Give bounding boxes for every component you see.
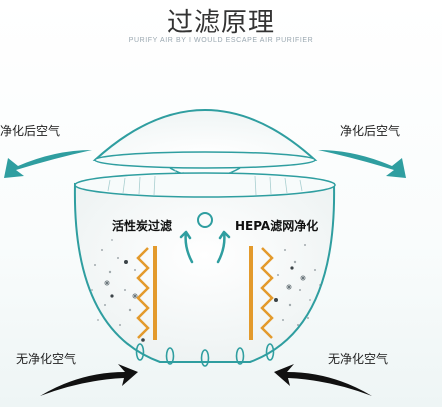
flow-arrow-right bbox=[216, 230, 231, 264]
bowl-rim bbox=[74, 172, 336, 198]
rim-vents bbox=[107, 175, 303, 196]
clean-air-label-right: 净化后空气 bbox=[340, 124, 401, 138]
hepa-filter-zigzag bbox=[260, 247, 274, 339]
page-title: 过滤原理 bbox=[166, 8, 275, 38]
fan-outlet bbox=[197, 212, 213, 228]
page-subtitle: PURIFY AIR BY I WOULD ESCAPE AIR PURIFIE… bbox=[128, 37, 314, 44]
dust-stars bbox=[104, 275, 306, 299]
dust-particles bbox=[91, 239, 321, 326]
dirty-air-arrow-right bbox=[274, 364, 372, 396]
clean-air-arrow-left bbox=[4, 150, 92, 178]
intake-vents bbox=[135, 343, 275, 367]
bowl-shell bbox=[73, 182, 336, 363]
flow-arrow-left bbox=[179, 230, 194, 264]
dust-specks bbox=[110, 260, 294, 342]
carbon-filter-zigzag bbox=[136, 247, 150, 339]
clean-air-arrow-right bbox=[318, 150, 406, 178]
clean-air-label-left: 净化后空气 bbox=[0, 124, 61, 138]
hepa-filter-bar bbox=[249, 246, 253, 340]
dirty-air-arrow-left bbox=[40, 364, 138, 396]
dome-rim bbox=[94, 151, 316, 169]
hepa-filter-label: HEPA滤网净化 bbox=[235, 219, 319, 233]
dirty-air-label-left: 无净化空气 bbox=[16, 352, 77, 366]
dirty-air-label-right: 无净化空气 bbox=[328, 352, 389, 366]
carbon-filter-bar bbox=[153, 246, 157, 340]
carbon-filter-label: 活性炭过滤 bbox=[112, 219, 173, 233]
